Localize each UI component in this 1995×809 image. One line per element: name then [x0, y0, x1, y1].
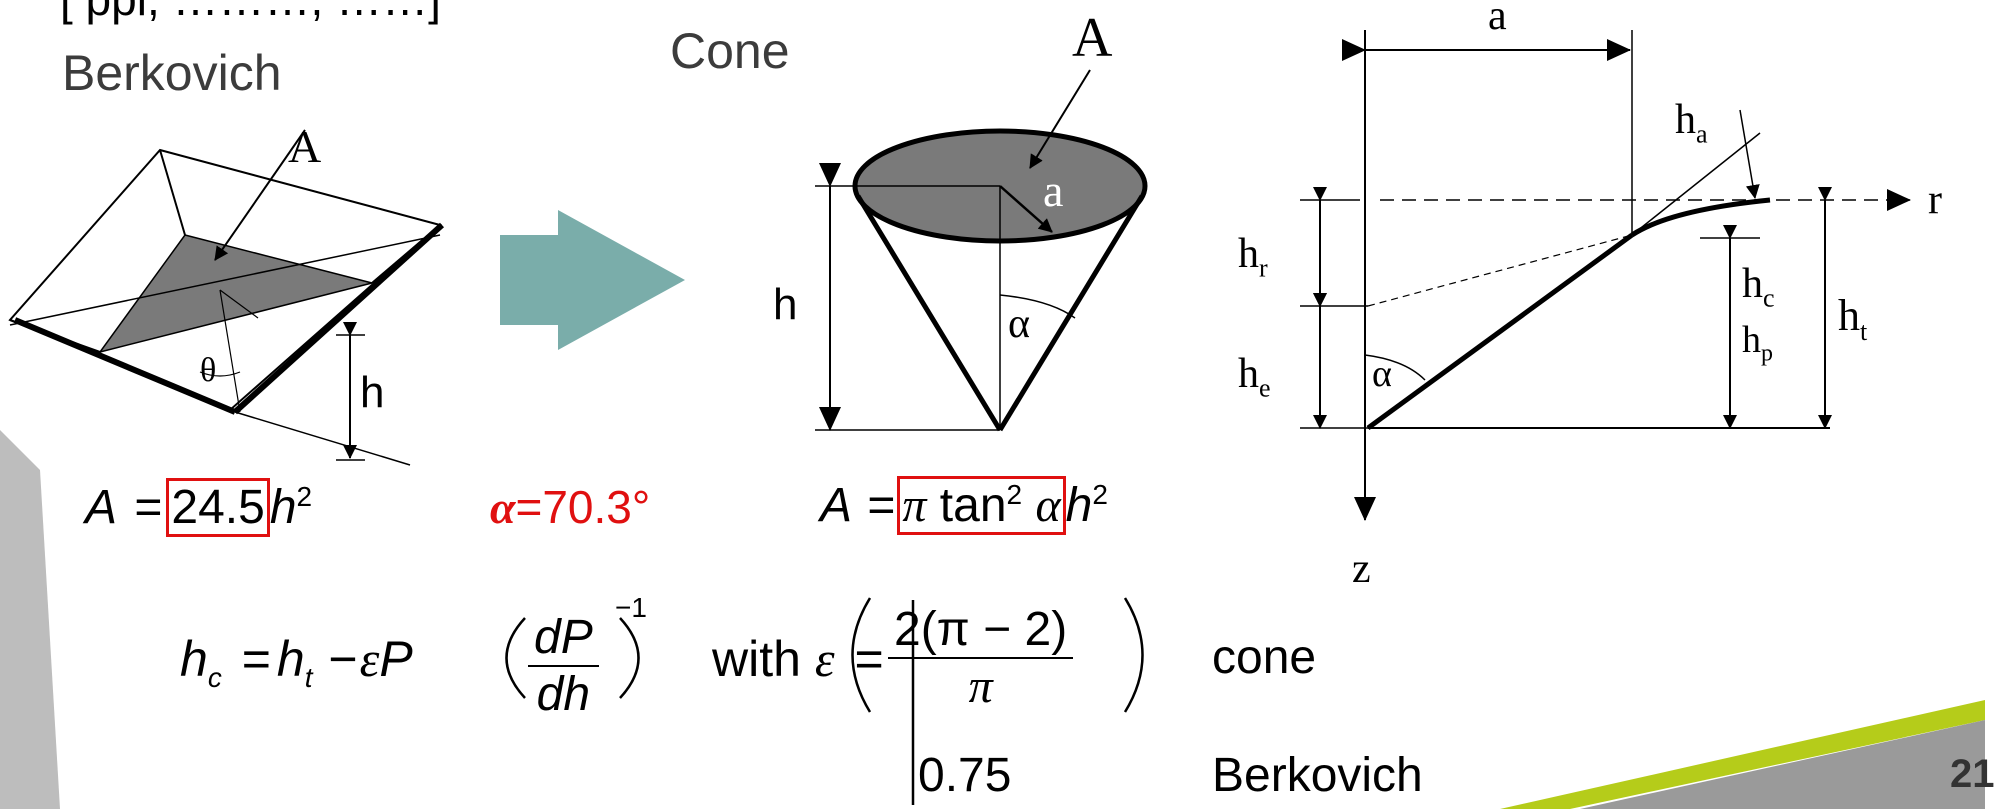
h: h — [1742, 261, 1763, 307]
epsilon-cone-fraction: 2(π − 2)π — [888, 602, 1074, 714]
sub: p — [1761, 340, 1773, 367]
alpha-value: α=70.3° — [490, 480, 650, 534]
ht-sub: t — [304, 662, 313, 693]
case-berkovich-label: Berkovich — [1212, 749, 1423, 802]
sub: t — [1860, 316, 1868, 346]
equation-brackets — [505, 597, 1144, 805]
with-clause: with ε = — [712, 630, 884, 688]
case-cone-label: cone — [1212, 631, 1317, 684]
epsilon: ε — [814, 631, 835, 687]
pi-symbol: π — [902, 479, 927, 532]
minus: − — [328, 631, 358, 687]
berkovich-title: Berkovich — [62, 45, 282, 101]
formula-lhs: A — [85, 481, 118, 534]
h: h — [1675, 97, 1696, 143]
cone-label-alpha: α — [1008, 301, 1031, 347]
profile-label-ha: ha — [1675, 96, 1708, 149]
header-fragment: [ ppl, ………, ……] — [60, 0, 441, 26]
P: P — [379, 631, 413, 687]
dP: dP — [528, 610, 599, 667]
berkovich-diagram — [8, 129, 445, 466]
epsilon: ε — [359, 631, 380, 687]
cone-coeff-highlight: π tan2 α — [897, 476, 1066, 535]
cone-label-A: A — [1072, 7, 1113, 69]
cone-label-a: a — [1043, 165, 1064, 216]
formula-exp: 2 — [1092, 479, 1108, 510]
with-eq: = — [854, 631, 884, 687]
formula-exp: 2 — [296, 481, 313, 512]
hc-exponent: −1 — [615, 592, 647, 623]
hc-equation: hc =ht −εP — [180, 630, 413, 694]
cone-diagram — [815, 69, 1148, 432]
profile-label-r: r — [1928, 177, 1942, 223]
green-stripe — [1500, 700, 1985, 809]
alpha-symbol: α — [490, 482, 516, 533]
h: h — [1742, 319, 1761, 361]
berkovich-label-h: h — [360, 368, 385, 417]
profile-label-hp: hp — [1742, 318, 1773, 368]
formula-var: h — [269, 481, 297, 534]
profile-label-hr: hr — [1238, 230, 1268, 283]
dh: dh — [536, 668, 591, 721]
h: h — [1838, 291, 1860, 340]
formula-eq: = — [867, 479, 896, 532]
profile-diagram — [1300, 30, 1911, 521]
hc-lhs-sub: c — [207, 662, 222, 693]
sub: a — [1696, 119, 1708, 149]
sub: r — [1259, 253, 1268, 283]
berkovich-label-A: A — [288, 121, 322, 172]
formula-lhs: A — [820, 479, 853, 532]
profile-label-hc: hc — [1742, 260, 1775, 313]
transform-arrow-icon — [500, 210, 685, 350]
formula-var: h — [1065, 479, 1093, 532]
gray-corner — [1580, 720, 1985, 809]
case-berkovich-value: 0.75 — [918, 749, 1012, 802]
ht: h — [276, 631, 305, 687]
profile-label-ht: ht — [1838, 290, 1867, 347]
hc-eq: = — [241, 631, 271, 687]
alpha-text: =70.3° — [515, 481, 651, 533]
h: h — [1238, 231, 1259, 277]
page-number: 21 — [1950, 752, 1995, 796]
profile-label-alpha: α — [1372, 353, 1392, 395]
h: h — [1238, 351, 1259, 397]
berkovich-contact-area — [98, 234, 373, 354]
epsilon-num: 2(π − 2) — [888, 602, 1074, 659]
with-text: with — [712, 631, 801, 687]
formula-eq: = — [134, 481, 163, 534]
gray-side-band — [0, 430, 60, 809]
epsilon-den: π — [968, 660, 993, 713]
cone-title: Cone — [670, 23, 790, 79]
profile-label-a: a — [1488, 0, 1507, 39]
tan-text: tan — [939, 479, 1007, 532]
cone-label-h: h — [773, 280, 798, 329]
berkovich-label-theta: θ — [200, 352, 217, 389]
berkovich-coeff-highlight: 24.5 — [166, 478, 270, 537]
profile-label-z: z — [1352, 546, 1371, 592]
hc-lhs: h — [180, 631, 208, 687]
profile-label-he: he — [1238, 350, 1271, 403]
tan-exp: 2 — [1006, 479, 1023, 510]
sub: e — [1259, 373, 1271, 403]
alpha-symbol: α — [1035, 479, 1061, 532]
sub: c — [1763, 283, 1775, 313]
